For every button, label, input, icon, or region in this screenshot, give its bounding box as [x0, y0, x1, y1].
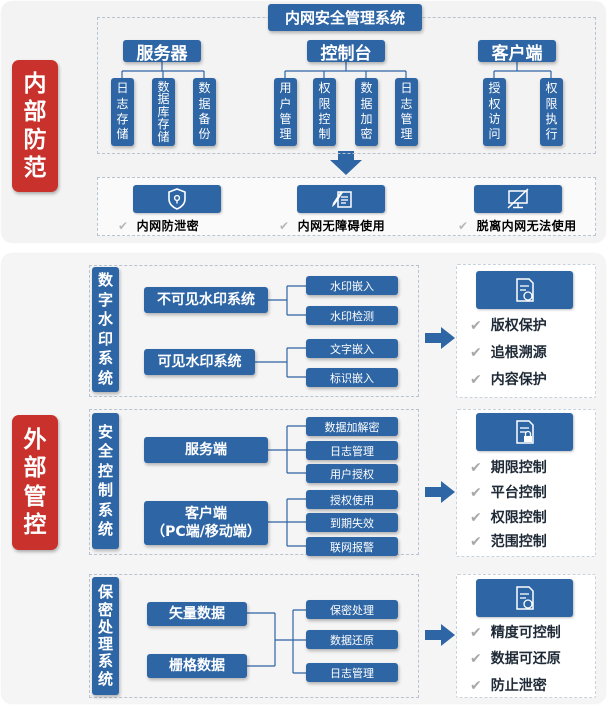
section-confidential-frame — [89, 574, 419, 698]
pen-document-icon — [297, 185, 385, 213]
sub-log-management: 日志管理 — [306, 441, 398, 460]
item-log-management: 日志管理 — [395, 78, 418, 146]
sub-user-authorization: 用户授权 — [306, 464, 398, 483]
side-char: 部 — [23, 98, 47, 125]
document-certificate-icon — [476, 271, 573, 309]
side-char: 管 — [23, 483, 47, 510]
system-server-side: 服务端 — [144, 437, 268, 463]
side-char: 内 — [23, 70, 47, 97]
item-data-encryption: 数据加密 — [355, 78, 378, 146]
feature-offline-unusable: ✔脱离内网无法使用 — [458, 219, 577, 233]
result-permission-control: ✔权限控制 — [470, 510, 547, 526]
sub-log-management-2: 日志管理 — [306, 663, 398, 682]
section-title-security: 安全控制系统 — [92, 413, 119, 549]
result-scope-control: ✔范围控制 — [470, 534, 547, 550]
sub-network-alarm: 联网报警 — [306, 537, 398, 556]
item-database-storage: 数据库存储 — [152, 78, 175, 146]
crossed-monitor-icon — [474, 185, 562, 213]
system-client-side: 客户端（PC端/移动端） — [144, 501, 268, 545]
group-head-client: 客户端 — [478, 40, 556, 64]
system-title: 内网安全管理系统 — [268, 4, 422, 31]
result-term-control: ✔期限控制 — [470, 460, 547, 476]
item-log-storage: 日志存储 — [111, 78, 134, 146]
item-permission-execution: 权限执行 — [540, 78, 563, 146]
system-raster-data: 栅格数据 — [147, 654, 247, 678]
group-head-server: 服务器 — [123, 40, 201, 64]
sub-authorized-use: 授权使用 — [306, 490, 398, 509]
feature-leak-prevention: ✔内网防泄密 — [118, 219, 200, 233]
sub-data-restore: 数据还原 — [306, 630, 398, 649]
result-copyright-protection: ✔版权保护 — [470, 318, 547, 334]
item-permission-control: 权限控制 — [313, 78, 336, 146]
item-data-backup: 数据备份 — [193, 78, 216, 146]
shield-lock-icon — [133, 185, 221, 213]
feature-barrier-free: ✔内网无障碍使用 — [279, 219, 386, 233]
item-authorized-access: 授权访问 — [483, 78, 506, 146]
side-char: 范 — [23, 155, 47, 182]
result-content-protection: ✔内容保护 — [470, 372, 547, 388]
sub-watermark-embed: 水印嵌入 — [306, 276, 398, 295]
sub-data-encrypt-decrypt: 数据加解密 — [306, 417, 398, 436]
side-char: 防 — [23, 127, 47, 153]
sub-text-embed: 文字嵌入 — [306, 339, 398, 358]
result-precision-control: ✔精度可控制 — [470, 625, 561, 641]
group-head-console: 控制台 — [307, 40, 385, 64]
sub-watermark-detect: 水印检测 — [306, 306, 398, 325]
sub-expiry-invalid: 到期失效 — [306, 513, 398, 532]
system-visible-watermark: 可见水印系统 — [144, 349, 255, 375]
result-data-restorable: ✔数据可还原 — [470, 651, 561, 667]
system-invisible-watermark: 不可见水印系统 — [144, 287, 268, 313]
item-user-management: 用户管理 — [274, 78, 297, 146]
side-label-internal: 内 部 防 范 — [12, 60, 58, 192]
result-leak-prevention: ✔防止泄密 — [470, 678, 547, 694]
result-traceability: ✔追根溯源 — [470, 345, 547, 361]
side-label-external: 外 部 管 控 — [12, 415, 58, 550]
section-title-watermark: 数字水印系统 — [92, 267, 119, 392]
side-char: 控 — [23, 511, 47, 538]
section-security-frame — [89, 409, 419, 555]
sub-logo-embed: 标识嵌入 — [306, 368, 398, 387]
sub-confidential-processing: 保密处理 — [306, 600, 398, 619]
result-platform-control: ✔平台控制 — [470, 485, 547, 501]
side-char: 部 — [23, 455, 47, 482]
document-certificate-icon — [476, 579, 573, 617]
section-title-confidential: 保密处理系统 — [92, 577, 119, 695]
section-watermark-frame — [89, 265, 419, 397]
document-lock-icon — [476, 413, 573, 451]
side-char: 外 — [23, 427, 47, 454]
system-vector-data: 矢量数据 — [147, 602, 247, 626]
